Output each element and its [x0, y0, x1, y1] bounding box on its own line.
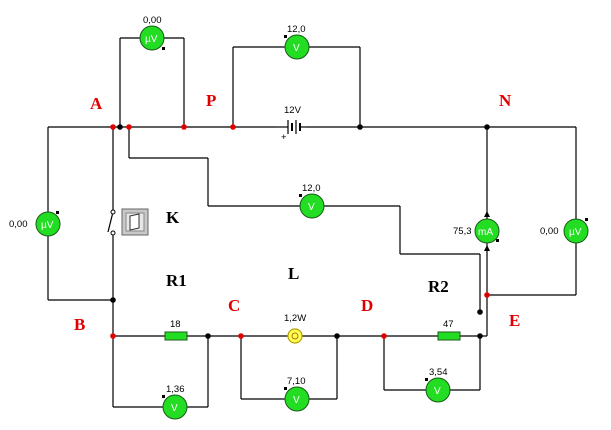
microvoltmeter-ab[interactable]: µV 0,00: [9, 211, 61, 237]
voltmeter-r2[interactable]: V 3,54: [425, 367, 451, 403]
node-label-e: E: [509, 311, 520, 330]
microvoltmeter-ap[interactable]: µV 0,00: [139, 15, 165, 51]
lamp-rating: 1,2W: [284, 313, 306, 324]
microvoltmeter-right[interactable]: µV 0,00: [540, 218, 589, 244]
microvoltmeter-ab-unit: µV: [41, 220, 54, 231]
resistor-r1-value: 18: [170, 319, 181, 330]
voltmeter-r1-unit: V: [171, 403, 178, 414]
voltmeter-ad[interactable]: V 12,0: [299, 183, 325, 219]
voltmeter-lamp-unit: V: [293, 395, 300, 406]
voltmeter-r2-reading: 3,54: [429, 367, 448, 378]
component-label-l: L: [288, 264, 299, 283]
node-label-b: B: [74, 315, 85, 334]
milliammeter-ne-reading: 75,3: [453, 226, 472, 237]
component-label-r1: R1: [166, 271, 187, 290]
resistor-r1[interactable]: 18: [164, 319, 188, 341]
voltmeter-lamp[interactable]: V 7,10: [284, 376, 310, 412]
voltmeter-r1[interactable]: V 1,36: [162, 384, 188, 420]
node-label-n: N: [499, 91, 512, 110]
voltmeter-r2-unit: V: [434, 386, 441, 397]
resistor-r2-value: 47: [443, 319, 454, 330]
voltmeter-lamp-reading: 7,10: [287, 376, 306, 387]
node-label-a: A: [90, 94, 103, 113]
voltmeter-battery-reading: 12,0: [287, 24, 306, 35]
node-label-d: D: [361, 296, 373, 315]
resistor-r2[interactable]: 47: [437, 319, 461, 341]
battery-label: 12V: [284, 105, 302, 116]
node-label-c: C: [228, 296, 240, 315]
wires: [47, 37, 577, 408]
junction-nodes: [110, 124, 490, 339]
microvoltmeter-ap-unit: µV: [145, 34, 158, 45]
switch-k[interactable]: [107, 205, 149, 240]
component-label-k: K: [166, 208, 180, 227]
microvoltmeter-ap-reading: 0,00: [143, 15, 162, 26]
milliammeter-ne[interactable]: mA 75,3: [453, 218, 500, 244]
current-arrow-icons: [484, 211, 490, 251]
node-label-p: P: [206, 91, 216, 110]
component-label-r2: R2: [428, 277, 449, 296]
microvoltmeter-ab-reading: 0,00: [9, 219, 28, 230]
voltmeter-ad-reading: 12,0: [302, 183, 321, 194]
microvoltmeter-right-reading: 0,00: [540, 226, 559, 237]
voltmeter-r1-reading: 1,36: [166, 384, 185, 395]
microvoltmeter-right-unit: µV: [569, 227, 582, 238]
voltmeter-battery[interactable]: V 12,0: [284, 24, 310, 60]
lamp-l[interactable]: 1,2W: [284, 313, 306, 344]
battery-source[interactable]: 12V +: [276, 105, 306, 143]
voltmeter-ad-unit: V: [308, 202, 315, 213]
milliammeter-ne-unit: mA: [478, 227, 493, 238]
battery-plus-sign: +: [281, 132, 287, 143]
voltmeter-battery-unit: V: [293, 43, 300, 54]
